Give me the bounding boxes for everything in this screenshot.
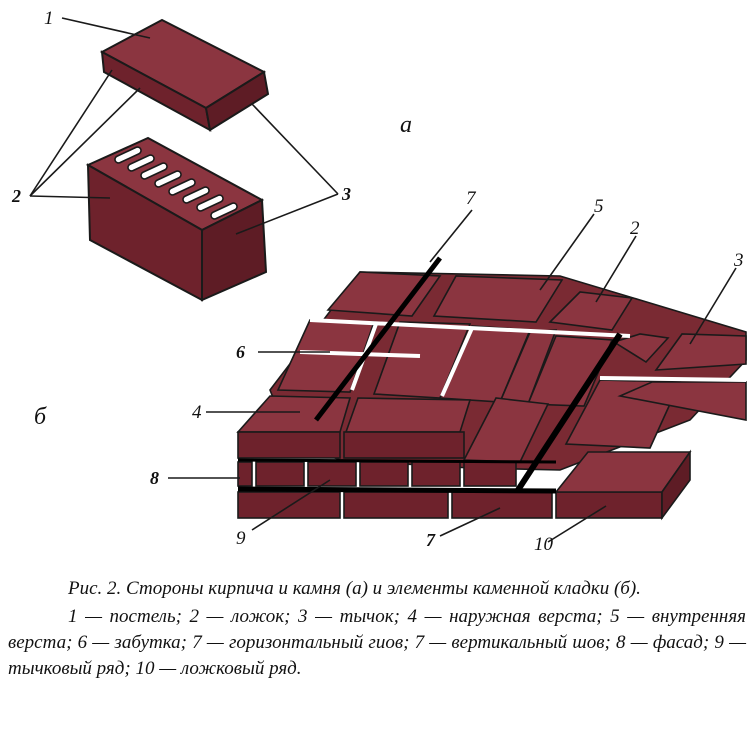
part-label-b: б xyxy=(34,404,47,430)
leaders-a xyxy=(29,17,339,235)
label-4: 4 xyxy=(192,402,202,423)
label-1: 1 xyxy=(44,8,54,29)
brick-solid xyxy=(99,18,270,132)
seams xyxy=(237,256,623,494)
label-3-masonry: 3 xyxy=(733,250,744,271)
label-5: 5 xyxy=(594,196,604,217)
caption-legend: 1 — постель; 2 — ложок; 3 — тычок; 4 — н… xyxy=(8,606,746,679)
label-8: 8 xyxy=(150,468,159,488)
part-label-a: а xyxy=(400,112,412,138)
label-7-top: 7 xyxy=(466,188,477,209)
brick-solid-end xyxy=(204,70,270,132)
label-2-masonry: 2 xyxy=(630,218,640,239)
label-3: 3 xyxy=(341,184,351,204)
label-10: 10 xyxy=(534,534,554,555)
stretcher-right-end xyxy=(661,449,691,521)
label-7-bottom: 7 xyxy=(426,530,436,550)
brick-holes xyxy=(114,146,238,220)
outer-course-brick-2 xyxy=(344,397,472,433)
label-6: 6 xyxy=(236,342,245,362)
masonry xyxy=(236,271,747,521)
brick-perforated-end xyxy=(201,198,268,302)
figure-caption: Рис. 2. Стороны кирпича и камня (а) и эл… xyxy=(8,576,746,682)
caption-title: Рис. 2. Стороны кирпича и камня (а) и эл… xyxy=(68,578,641,599)
brick-perforated xyxy=(85,136,268,302)
masonry-diagram: 1 2 3 а xyxy=(11,8,747,555)
label-9: 9 xyxy=(236,528,246,549)
label-2: 2 xyxy=(11,186,21,206)
leaders-b xyxy=(168,209,737,543)
